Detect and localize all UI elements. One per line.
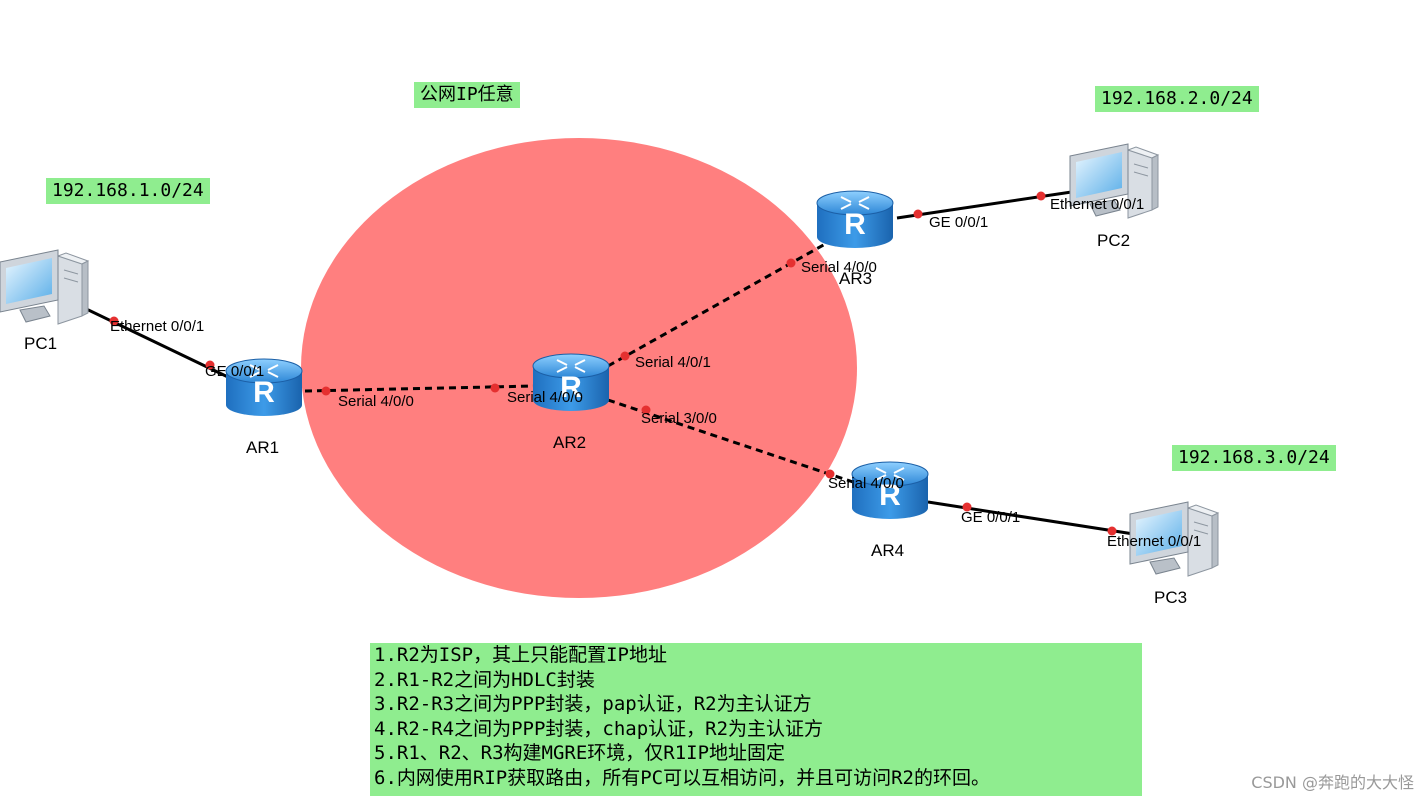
port-dot-ar2-s300 <box>641 405 651 415</box>
link-ar3-pc2 <box>896 188 1086 220</box>
port-dots <box>109 191 1117 536</box>
requirements-box: 1.R2为ISP，其上只能配置IP地址 2.R1-R2之间为HDLC封装 3.R… <box>370 643 1142 796</box>
device-label-ar3: AR3 <box>839 269 873 288</box>
device-label-pc1: PC1 <box>24 334 58 353</box>
link-ar1-ar2 <box>304 384 536 393</box>
port-label-pc2-eth: Ethernet 0/0/1 <box>1050 196 1145 213</box>
port-label-ar2-s401: Serial 4/0/1 <box>635 354 711 371</box>
port-label-ar2-s300: Serial 3/0/0 <box>641 410 717 427</box>
port-label-ar1-serial: Serial 4/0/0 <box>338 393 414 410</box>
requirement-item: 3.R2-R3之间为PPP封装，pap认证，R2为主认证方 <box>374 693 812 716</box>
requirement-item: 6.内网使用RIP获取路由，所有PC可以互相访问，并且可访问R2的环回。 <box>374 766 990 789</box>
device-label-ar4: AR4 <box>871 541 905 560</box>
port-label-ar3-serial: Serial 4/0/0 <box>801 259 877 276</box>
router-icon[interactable] <box>816 190 894 249</box>
cloud-label: 公网IP任意 <box>414 82 520 108</box>
port-dot-ar4-serial <box>825 469 835 479</box>
port-dot-ar4-ge <box>962 502 972 512</box>
port-dot-ar2-s400 <box>490 383 500 393</box>
port-label-ar4-ge: GE 0/0/1 <box>961 509 1021 526</box>
port-dot-pc3 <box>1107 526 1117 536</box>
device-label-pc2: PC2 <box>1097 231 1131 250</box>
device-label-ar1: AR1 <box>246 438 280 457</box>
subnet-label-pc1: 192.168.1.0/24 <box>46 178 210 204</box>
link-pc1-ar1 <box>77 303 231 380</box>
port-dot-ar1-ge <box>205 360 215 370</box>
port-dot-ar3-serial <box>786 258 796 268</box>
device-label-pc3: PC3 <box>1154 588 1188 607</box>
port-label-ar4-serial: Serial 4/0/0 <box>828 475 904 492</box>
port-dot-pc1 <box>109 316 119 326</box>
requirement-item: 2.R1-R2之间为HDLC封装 <box>374 668 595 691</box>
subnet-label-pc3: 192.168.3.0/24 <box>1172 445 1336 471</box>
port-label-ar1-ge: GE 0/0/1 <box>205 363 265 380</box>
port-dot-ar1-serial <box>321 386 331 396</box>
pc-icon[interactable] <box>0 249 89 325</box>
requirement-item: 5.R1、R2、R3构建MGRE环境，仅R1IP地址固定 <box>374 742 786 765</box>
requirement-item: 4.R2-R4之间为PPP封装，chap认证，R2为主认证方 <box>374 717 824 740</box>
subnet-label-pc2: 192.168.2.0/24 <box>1095 86 1259 112</box>
port-label-pc1-eth: Ethernet 0/0/1 <box>110 318 205 335</box>
port-dot-ar3-ge <box>913 209 923 219</box>
watermark: CSDN @奔跑的大大怪 <box>1251 773 1414 792</box>
port-label-ar3-ge: GE 0/0/1 <box>929 214 989 231</box>
requirement-item: 1.R2为ISP，其上只能配置IP地址 <box>374 644 667 666</box>
port-dot-pc2 <box>1036 191 1046 201</box>
port-label-ar2-s400: Serial 4/0/0 <box>507 389 583 406</box>
port-label-pc3-eth: Ethernet 0/0/1 <box>1107 533 1202 550</box>
port-dot-ar2-s401 <box>620 351 630 361</box>
device-label-ar2: AR2 <box>553 433 587 452</box>
